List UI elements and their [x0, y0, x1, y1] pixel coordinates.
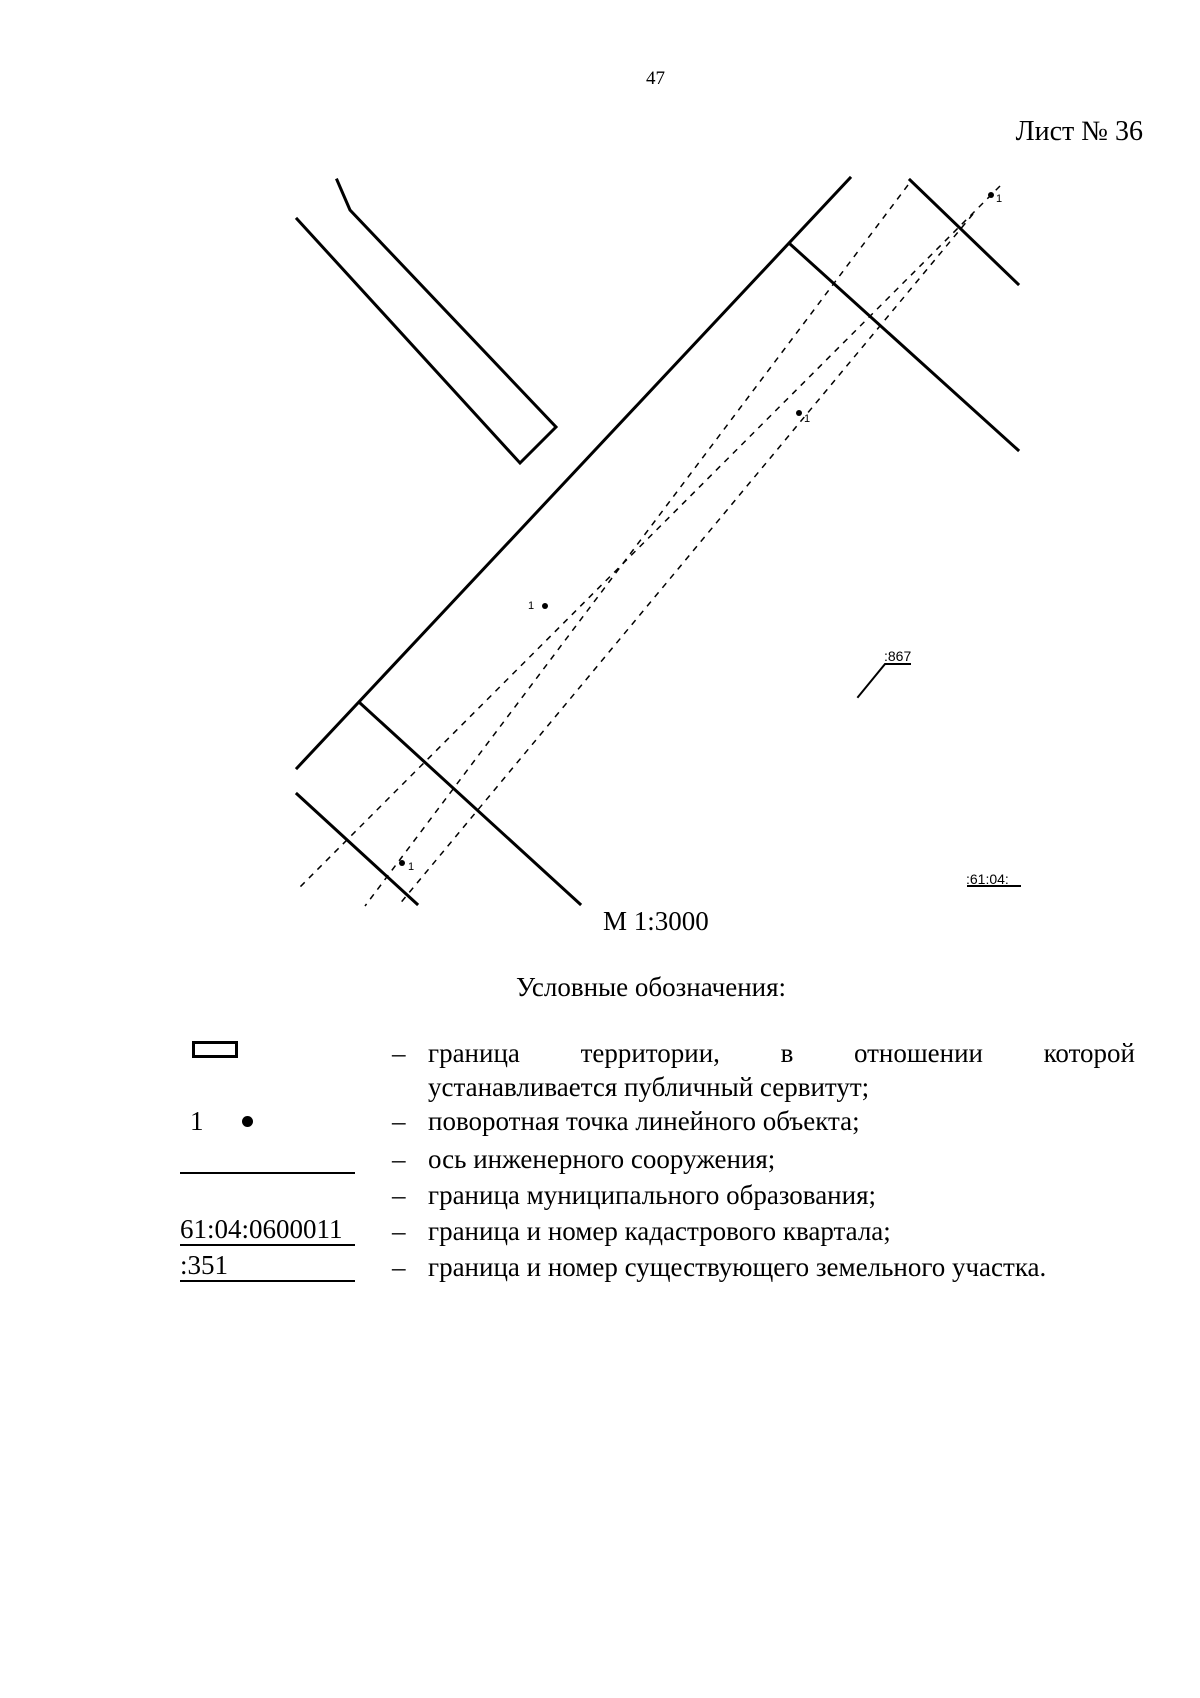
point-dot-icon — [242, 1116, 253, 1127]
road-boundary-main — [294, 175, 853, 771]
quarter-number-label: :61:04: — [966, 871, 1009, 887]
legend-text: ось инженерного сооружения; — [428, 1144, 776, 1174]
parcel-number-label: :867 — [884, 648, 911, 664]
turning-point-middle — [796, 410, 802, 416]
legend-row-municipal: – граница муниципального образования; — [180, 1172, 1135, 1214]
rectangle-symbol — [192, 1041, 238, 1058]
point-label-lower: 1 — [408, 861, 414, 873]
point-number-symbol: 1 — [190, 1106, 204, 1136]
municipal-line-symbol — [180, 1172, 355, 1174]
sheet-label: Лист № 36 — [1015, 116, 1143, 147]
legend-text-line2: устанавливается публичный сервитут; — [428, 1072, 870, 1102]
parcel-number-symbol: :351 — [180, 1250, 355, 1282]
legend-text-word: территории, — [580, 1038, 720, 1068]
boundary-lower-1 — [357, 700, 583, 907]
legend-text: граница муниципального образования; — [428, 1180, 877, 1210]
legend-row-turning-point: 1 – поворотная точка линейного объекта; — [180, 1104, 1135, 1142]
point-label-upper: 1 — [996, 193, 1002, 205]
turning-point-lower — [399, 860, 405, 866]
legend-text: граница и номер кадастрового квартала; — [428, 1216, 891, 1246]
point-label-left: 1 — [528, 600, 534, 612]
legend-dash: – — [392, 1038, 406, 1068]
legend-dash: – — [392, 1106, 406, 1136]
legend-row-parcel: :351 – граница и номер существующего зем… — [180, 1250, 1135, 1286]
page-number: 47 — [646, 68, 665, 89]
legend-row-quarter: 61:04:0600011 – граница и номер кадастро… — [180, 1214, 1135, 1250]
legend-text-word: которой — [1043, 1038, 1135, 1068]
turning-point-upper — [988, 192, 994, 198]
axis-line-3 — [397, 213, 974, 907]
axis-line-2 — [364, 184, 909, 907]
turning-point-left — [542, 603, 548, 609]
legend-dash: – — [392, 1144, 406, 1174]
parcel-867-leader — [856, 663, 911, 699]
quarter-number-symbol: 61:04:0600011 — [180, 1214, 355, 1246]
point-label-middle: 1 — [804, 413, 810, 425]
boundary-upper-right-2 — [787, 241, 1021, 453]
legend-dash: – — [392, 1180, 406, 1210]
legend-text: граница и номер существующего земельного… — [428, 1252, 1047, 1282]
legend-dash: – — [392, 1252, 406, 1282]
legend-dash: – — [392, 1216, 406, 1246]
cadastral-map: 1 1 1 1 :867 :61:04: — [294, 175, 1021, 907]
legend-text-word: отношении — [853, 1038, 983, 1068]
legend-text-word: граница — [428, 1038, 520, 1068]
legend-text-word: в — [780, 1038, 794, 1068]
boundary-upper-right-1 — [907, 177, 1021, 287]
legend-row-territory: – граница территории, в отношении которо… — [180, 1036, 1135, 1104]
map-scale: М 1:3000 — [603, 906, 709, 936]
legend-text: поворотная точка линейного объекта; — [428, 1106, 860, 1136]
boundary-lower-2 — [294, 791, 420, 907]
legend: – граница территории, в отношении которо… — [180, 1036, 1135, 1286]
legend-title: Условные обозначения: — [516, 972, 787, 1002]
parcel-boundary-upper-left — [294, 178, 559, 466]
axis-line-1 — [296, 185, 1001, 891]
legend-row-axis: – ось инженерного сооружения; — [180, 1142, 1135, 1178]
